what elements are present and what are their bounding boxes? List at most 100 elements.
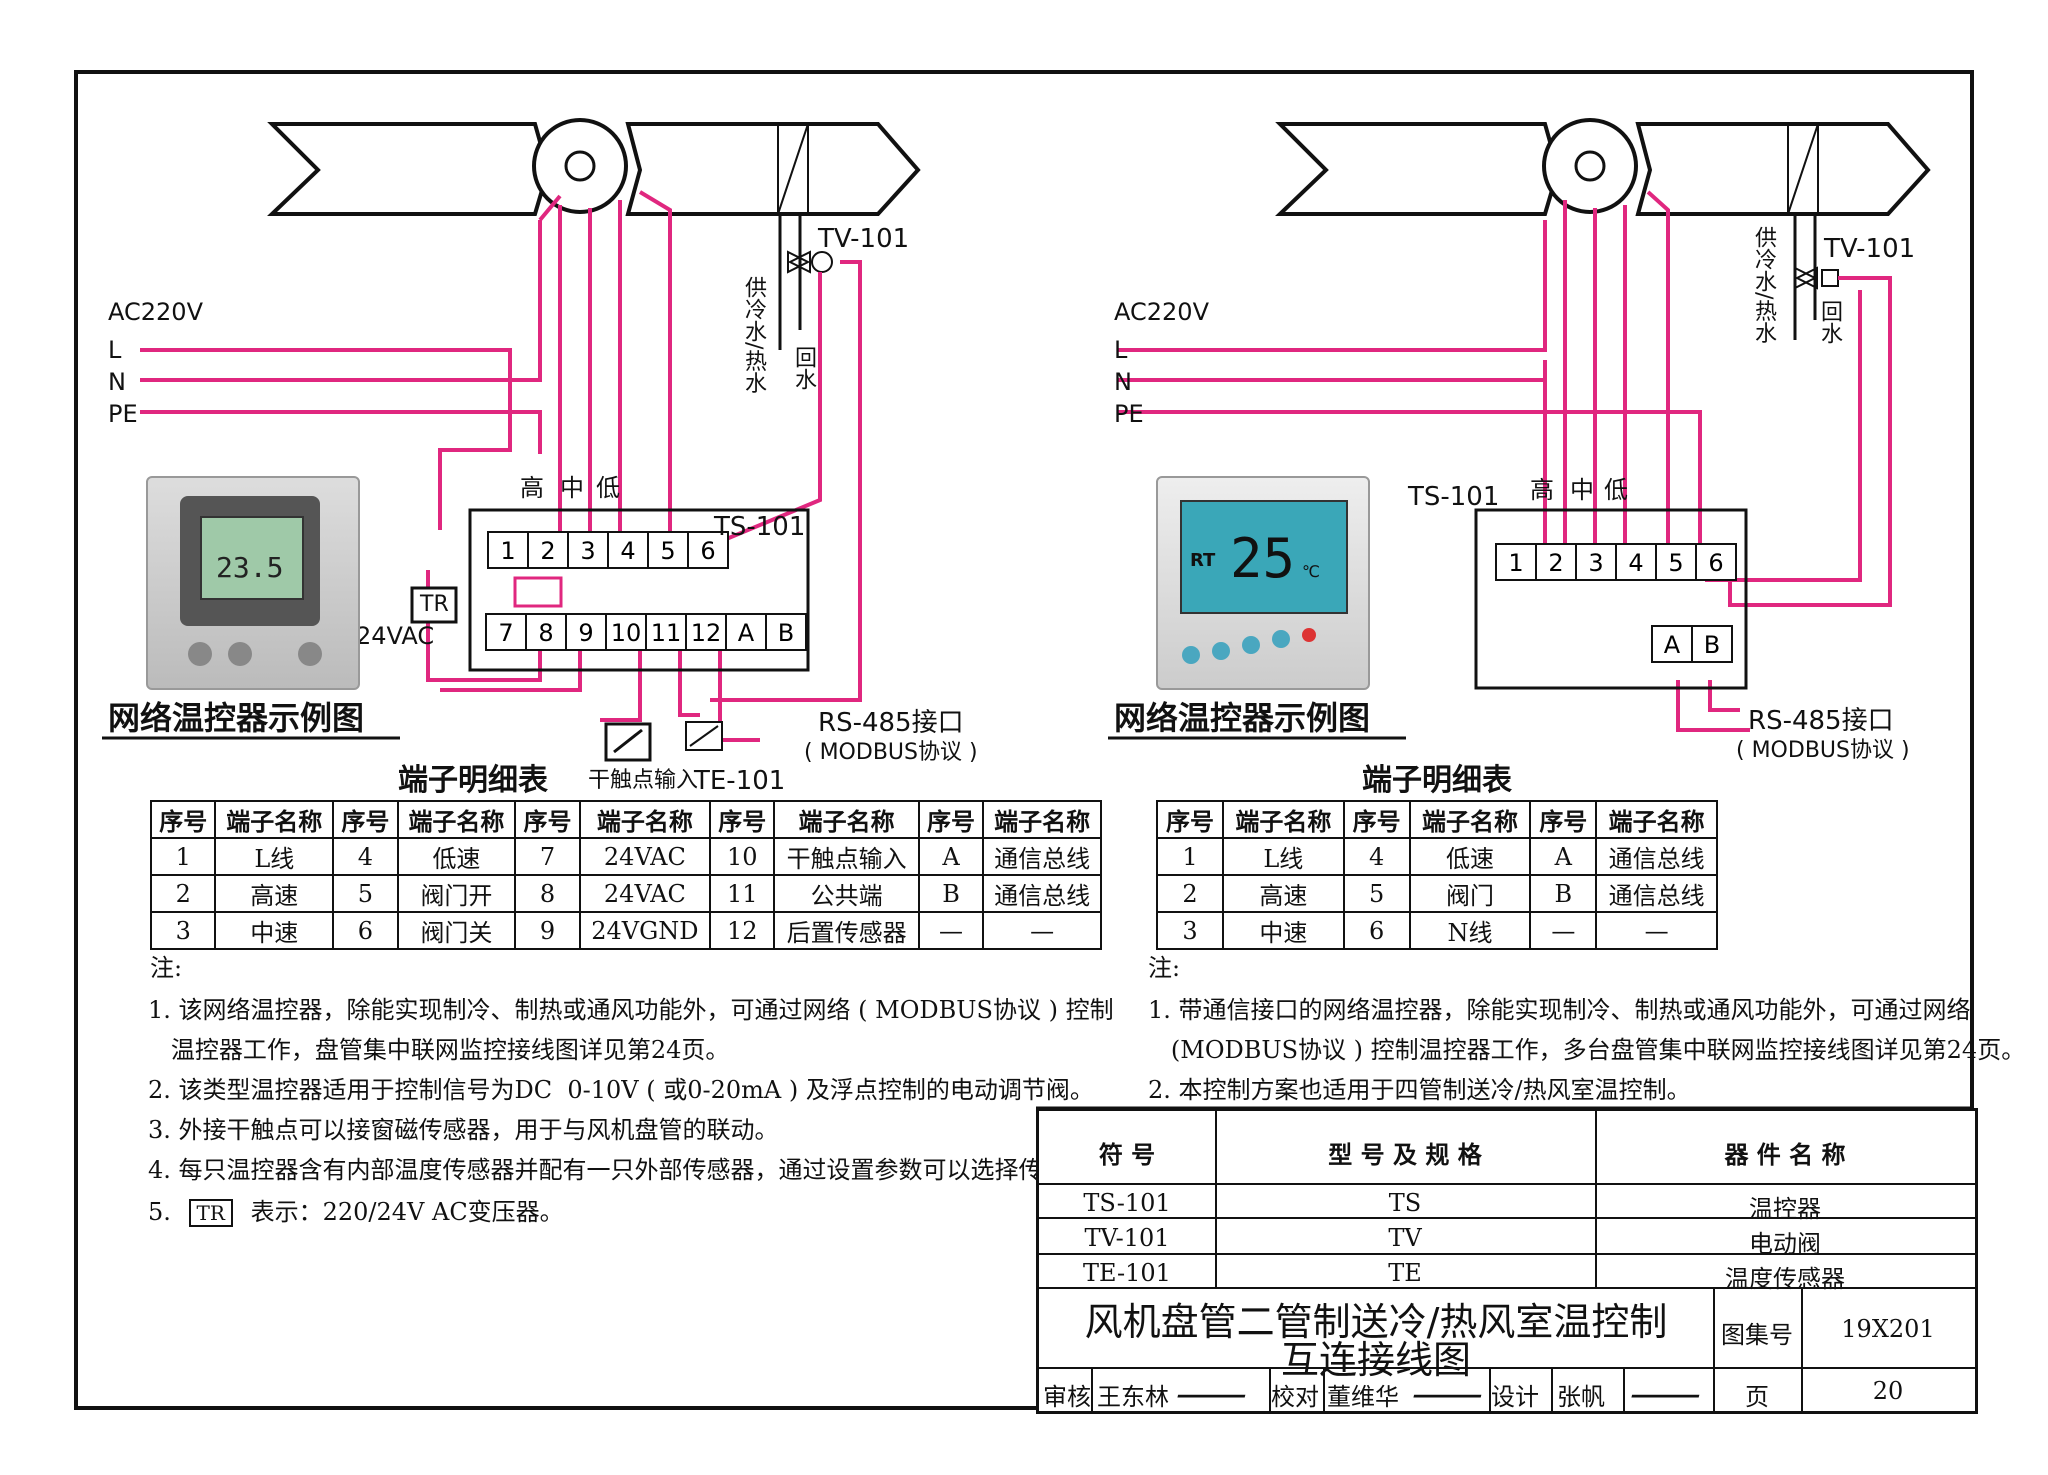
left-note-5-tr-box: TR [188, 1199, 233, 1227]
right-note-line: (MODBUS协议 ) 控制温控器工作，多台盘管集中联网监控接线图详见第24页。 [1148, 1036, 2026, 1064]
check-signature: ⸻ [1411, 1378, 1480, 1411]
left-terminal-box [645, 613, 687, 651]
right-table-cell: 高速 [1222, 874, 1345, 913]
left-table-cell: 8 [514, 874, 581, 913]
right-line-n: N [1114, 368, 1132, 396]
left-note-line: 4. 每只温控器含有内部温度传感器并配有一只外部传感器，通过设置参数可以选择传感… [148, 1156, 1115, 1184]
left-duct-inlet [267, 122, 551, 216]
left-terminal-label: 3 [580, 537, 595, 565]
design-signature: ⸻ [1629, 1378, 1698, 1411]
left-terminal-box [687, 531, 729, 569]
design-label: 设计 [1491, 1383, 1539, 1411]
review-name: 王东林 [1097, 1383, 1169, 1411]
left-rs485-label: RS-485接口 [818, 708, 964, 738]
left-transformer-voltage: 24VAC [356, 622, 435, 650]
left-table-cell: 3 [149, 911, 217, 950]
left-supply-label: 供冷水/热水 [741, 276, 766, 394]
right-thermostat-unit: ℃ [1302, 562, 1320, 581]
left-power-label: AC220V [108, 298, 203, 326]
atlas-no: 19X201 [1841, 1315, 1935, 1343]
right-duct-inlet [1275, 122, 1561, 216]
left-thermostat-buttons [188, 642, 328, 668]
left-wires [140, 190, 862, 742]
right-terminal-box [1695, 543, 1737, 581]
left-thermostat-display: 23.5 [216, 551, 284, 584]
right-table-cell: — [1595, 911, 1718, 950]
right-table-cell: 低速 [1408, 837, 1532, 876]
left-terminal-label: 8 [538, 619, 553, 647]
right-terminal-box [1655, 543, 1697, 581]
left-table-cell: 5 [332, 874, 399, 913]
right-fan-icon [1542, 118, 1638, 214]
right-table-header-cell: 端子名称 [1408, 800, 1532, 839]
right-table-cell: 阀门 [1408, 874, 1532, 913]
left-table-cell: A [917, 837, 985, 876]
left-table-cell: 中速 [214, 911, 335, 950]
right-line-l: L [1114, 336, 1128, 364]
left-line-n: N [108, 368, 126, 396]
left-terminal-label: 9 [578, 619, 593, 647]
tb-header-name: 器 件 名 称 [1724, 1140, 1846, 1169]
left-table-cell: 6 [332, 911, 399, 950]
left-table-header-cell: 序号 [514, 800, 581, 839]
right-table-cell: N线 [1408, 911, 1532, 950]
right-table-cell: 1 [1155, 837, 1225, 876]
left-note-line: 2. 该类型温控器适用于控制信号为DC 0-10V ( 或0-20mA ) 及浮… [148, 1076, 1094, 1104]
left-terminal-label: 12 [691, 619, 722, 647]
left-table-cell: 低速 [396, 837, 517, 876]
right-table-cell: 中速 [1222, 911, 1345, 950]
left-table-cell: 24VAC [578, 837, 712, 876]
right-table-header-cell: 序号 [1155, 800, 1225, 839]
left-line-l: L [108, 336, 122, 364]
right-note-line: 2. 本控制方案也适用于四管制送冷/热风室温控制。 [1148, 1076, 1691, 1104]
left-table-cell: 通信总线 [982, 874, 1102, 913]
left-terminal-label: 2 [540, 537, 555, 565]
left-table-header-cell: 端子名称 [214, 800, 335, 839]
tb-component-cell: 温控器 [1749, 1195, 1821, 1223]
left-sensor-tag: TE-101 [694, 766, 786, 796]
left-thermostat-photo: 23.5 [146, 476, 360, 690]
right-terminal-box [1535, 543, 1577, 581]
left-line-pe: PE [108, 400, 138, 428]
left-note-line: 3. 外接干触点可以接窗磁传感器，用于与风机盘管的联动。 [148, 1116, 779, 1144]
right-speed-high: 高 [1530, 476, 1554, 504]
right-table-header-cell: 序号 [1529, 800, 1598, 839]
right-duct-outlet [1635, 122, 1931, 216]
left-terminal-label: A [738, 619, 755, 647]
left-speed-low: 低 [596, 474, 620, 502]
left-note-5-text: 表示：220/24V AC变压器。 [250, 1198, 564, 1226]
left-table-cell: — [917, 911, 985, 950]
right-thermostat-rt: RT [1190, 550, 1216, 571]
right-fan-coil [1275, 118, 1931, 340]
right-controller-tag: TS-101 [1408, 482, 1500, 512]
left-terminal-label: 7 [498, 619, 513, 647]
right-terminal-box [1651, 625, 1693, 663]
drawing-frame [74, 70, 1974, 1410]
right-table-title: 端子明细表 [1362, 763, 1512, 798]
left-table-header-cell: 序号 [332, 800, 399, 839]
drawing-title-line2: 互连接线图 [1280, 1338, 1471, 1382]
tb-component-cell: TE-101 [1083, 1259, 1171, 1287]
right-terminal-box [1495, 543, 1537, 581]
check-label: 校对 [1271, 1383, 1319, 1411]
left-table-header-cell: 序号 [149, 800, 217, 839]
left-sensor-icon [685, 721, 723, 751]
review-label: 审核 [1043, 1383, 1091, 1411]
left-table-header-cell: 端子名称 [578, 800, 712, 839]
right-terminal-label: 1 [1508, 549, 1523, 577]
tb-component-cell: TV [1388, 1224, 1422, 1252]
page-number: 20 [1872, 1377, 1904, 1405]
right-table-cell: A [1529, 837, 1598, 876]
left-valve-motor-icon [811, 251, 833, 273]
right-line-pe: PE [1114, 400, 1144, 428]
left-table-cell: 干触点输入 [773, 837, 920, 876]
page-label: 页 [1745, 1383, 1769, 1411]
left-table-cell: 阀门开 [396, 874, 517, 913]
